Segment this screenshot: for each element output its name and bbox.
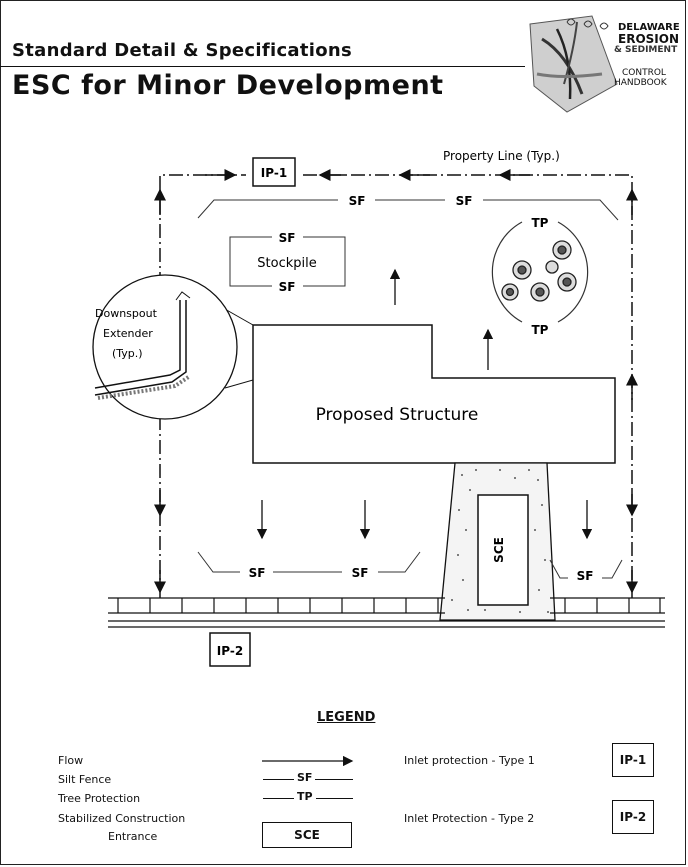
page-subtitle: Standard Detail & Specifications — [12, 40, 353, 61]
logo-text-4: CONTROL — [622, 68, 666, 78]
ip2-marker — [209, 632, 251, 667]
logo-text-2: EROSION — [618, 32, 679, 46]
logo-text-5: HANDBOOK — [614, 78, 667, 88]
stockpile-label: Stockpile — [257, 256, 316, 271]
tp-label-top: TP — [532, 216, 549, 230]
sce-label: SCE — [492, 537, 506, 563]
silt-fence-top — [197, 199, 619, 221]
property-line-label: Property Line (Typ.) — [443, 149, 560, 163]
trees — [501, 240, 577, 302]
downspout-label-1: Downspout — [95, 307, 158, 320]
logo-text-1: DELAWARE — [618, 22, 680, 33]
downspout-detail-circle — [92, 274, 238, 420]
sf-label-top-1: SF — [349, 194, 366, 208]
legend-tree-protection-label: Tree Protection — [58, 792, 141, 805]
legend-silt-fence-label: Silt Fence — [58, 773, 112, 786]
sf-label-bottom-3: SF — [577, 569, 594, 583]
ip2-marker-label: IP-2 — [217, 644, 243, 658]
legend-inlet2-label: Inlet Protection - Type 2 — [404, 812, 535, 825]
page-title: ESC for Minor Development — [12, 70, 444, 101]
stone-stipple — [451, 469, 549, 613]
curb — [108, 597, 665, 628]
logo-text-3: & SEDIMENT — [614, 45, 678, 55]
legend-flow-label: Flow — [58, 754, 84, 767]
structure-label: Proposed Structure — [316, 405, 479, 425]
legend-sf-symbol: SF — [294, 771, 316, 784]
legend-ip1-symbol: IP-1 — [612, 743, 654, 777]
downspout-label-2: Extender — [103, 327, 153, 340]
proposed-structure — [252, 324, 616, 464]
logo-graphic — [529, 15, 618, 113]
sce-box — [477, 494, 529, 606]
ip1-marker-label: IP-1 — [261, 166, 287, 180]
legend-sce-label-1: Stabilized Construction — [58, 812, 186, 825]
handbook-logo: DELAWARE EROSION & SEDIMENT CONTROL HAND… — [522, 14, 688, 114]
sf-label-bottom-1: SF — [249, 566, 266, 580]
header-rule — [0, 66, 525, 67]
legend-tp-symbol: TP — [294, 790, 316, 803]
legend-inlet1-label: Inlet protection - Type 1 — [404, 754, 535, 767]
callout-line-bottom — [224, 379, 254, 389]
tp-label-bottom: TP — [532, 323, 549, 337]
legend-ip2-symbol: IP-2 — [612, 800, 654, 834]
silt-fence-bottom — [197, 551, 623, 579]
sf-label-top-2: SF — [456, 194, 473, 208]
tree-protection-right — [557, 221, 589, 323]
stockpile-fence — [229, 236, 346, 287]
legend-sce-symbol: SCE — [262, 822, 352, 848]
sf-label-bottom-2: SF — [352, 566, 369, 580]
property-line-arrows — [154, 169, 638, 594]
sf-label-stockpile-top: SF — [279, 231, 296, 245]
legend-title: LEGEND — [317, 710, 376, 725]
flow-arrows — [256, 268, 593, 540]
tree-protection-left — [491, 221, 523, 323]
downspout-label-3: (Typ.) — [112, 347, 143, 360]
legend-sce-label-2: Entrance — [108, 830, 158, 843]
sf-label-stockpile-bottom: SF — [279, 280, 296, 294]
ip1-marker — [252, 157, 296, 187]
